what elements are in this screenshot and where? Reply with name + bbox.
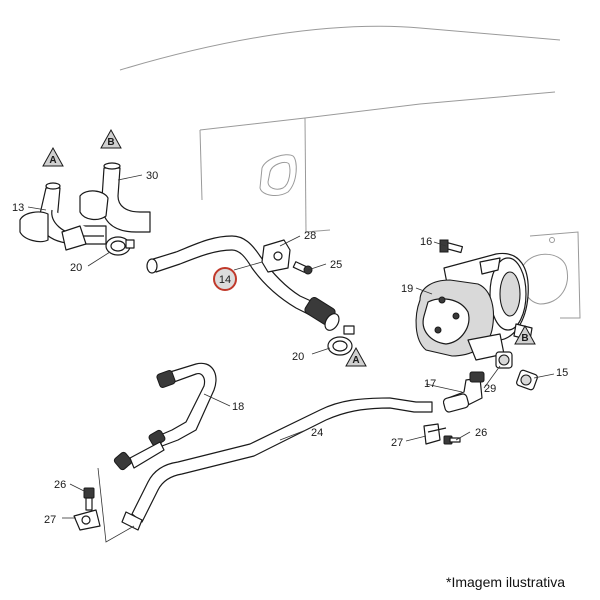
- clip-27-right[interactable]: [423, 423, 447, 445]
- hose-clamp-20-lower[interactable]: [327, 325, 355, 356]
- vehicle-body-outline: [119, 25, 581, 319]
- callout-26-right: 26: [475, 427, 487, 439]
- bolt-26-right[interactable]: [443, 435, 461, 445]
- callout-26-left: 26: [54, 479, 66, 491]
- hose-clamp-20-upper[interactable]: [105, 236, 135, 256]
- fitting-29[interactable]: [495, 351, 513, 369]
- pressure-line-14[interactable]: [146, 235, 342, 333]
- marker-a-lower: A: [345, 346, 367, 367]
- callout-25: 25: [330, 259, 342, 271]
- callout-24: 24: [311, 427, 323, 439]
- callout-17: 17: [424, 378, 436, 390]
- marker-a-top-label: A: [49, 155, 56, 166]
- illustrative-image-caption: *Imagem ilustrativa: [446, 574, 566, 590]
- marker-b-right-label: B: [521, 333, 528, 344]
- bracket-28[interactable]: [261, 239, 291, 273]
- bolt-25[interactable]: [292, 261, 313, 275]
- marker-b-right: B: [514, 324, 536, 345]
- callout-19: 19: [401, 283, 413, 295]
- callout-14-highlight[interactable]: 14: [213, 267, 237, 291]
- callout-numbers: 13 30 20 28 25 20 16 19 18 17 29 15 24 2…: [12, 170, 568, 526]
- hose-13[interactable]: [19, 182, 107, 245]
- callout-27-right: 27: [391, 437, 403, 449]
- bolt-26-left[interactable]: [83, 487, 95, 511]
- fitting-15[interactable]: [516, 369, 538, 391]
- callout-13: 13: [12, 202, 24, 214]
- callout-18: 18: [232, 401, 244, 413]
- bolt-16[interactable]: [439, 239, 464, 254]
- pipe-18[interactable]: [113, 362, 217, 471]
- callout-29: 29: [484, 383, 496, 395]
- compressor-19[interactable]: [415, 252, 533, 361]
- callout-14: 14: [219, 274, 231, 286]
- callout-28: 28: [304, 230, 316, 242]
- leader-lines: [27, 174, 555, 543]
- callout-20-upper: 20: [70, 262, 82, 274]
- clip-27-left[interactable]: [73, 509, 101, 531]
- hose-30[interactable]: [61, 162, 151, 251]
- callout-20-lower: 20: [292, 351, 304, 363]
- marker-b-top-label: B: [107, 137, 114, 148]
- callout-30: 30: [146, 170, 158, 182]
- marker-b-top: B: [100, 128, 122, 149]
- callout-27-left: 27: [44, 514, 56, 526]
- callout-16: 16: [420, 236, 432, 248]
- marker-a-lower-label: A: [352, 355, 359, 366]
- callout-15: 15: [556, 367, 568, 379]
- marker-a-top: A: [42, 146, 64, 167]
- pipe-24[interactable]: [121, 393, 470, 531]
